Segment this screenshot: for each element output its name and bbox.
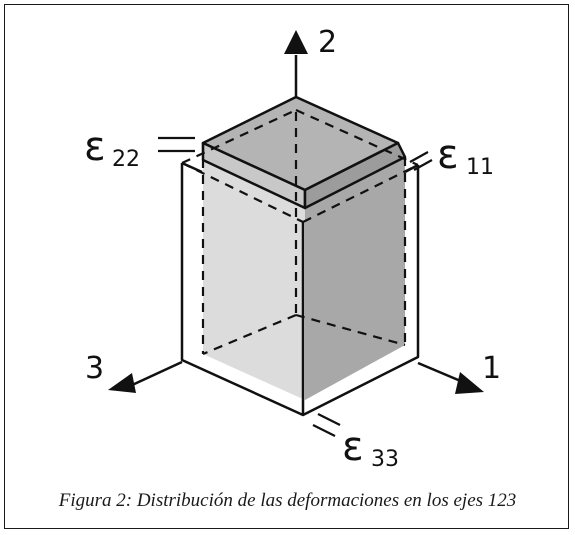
figure-caption: Figura 2: Distribución de las deformacio… bbox=[58, 490, 517, 511]
epsilon-33-markers bbox=[312, 413, 341, 437]
figure-frame bbox=[4, 4, 569, 529]
axis-1-arrowhead bbox=[455, 372, 484, 394]
epsilon-11-symbol: ε bbox=[437, 132, 459, 178]
deformed-left-face bbox=[203, 160, 305, 400]
deformed-hidden-edges bbox=[201, 112, 407, 356]
epsilon-22-markers bbox=[158, 136, 195, 153]
undeformed-hidden-edges bbox=[181, 108, 419, 223]
epsilon-11-subscript: 11 bbox=[466, 155, 494, 180]
axis-3-arrowhead bbox=[108, 373, 136, 393]
axis-2-label: 2 bbox=[318, 25, 337, 60]
axis-1-line bbox=[417, 361, 464, 384]
epsilon-22-symbol: ε bbox=[84, 124, 106, 170]
epsilon-33-subscript: 33 bbox=[371, 447, 399, 472]
axis-3-label: 3 bbox=[85, 351, 104, 386]
epsilon-11-markers bbox=[409, 151, 433, 171]
axis-1-label: 1 bbox=[482, 351, 501, 386]
epsilon-33-symbol: ε bbox=[342, 424, 364, 470]
axis-3-line bbox=[129, 360, 183, 388]
epsilon-22-subscript: 22 bbox=[112, 147, 140, 172]
axis-2-arrowhead bbox=[284, 30, 308, 54]
